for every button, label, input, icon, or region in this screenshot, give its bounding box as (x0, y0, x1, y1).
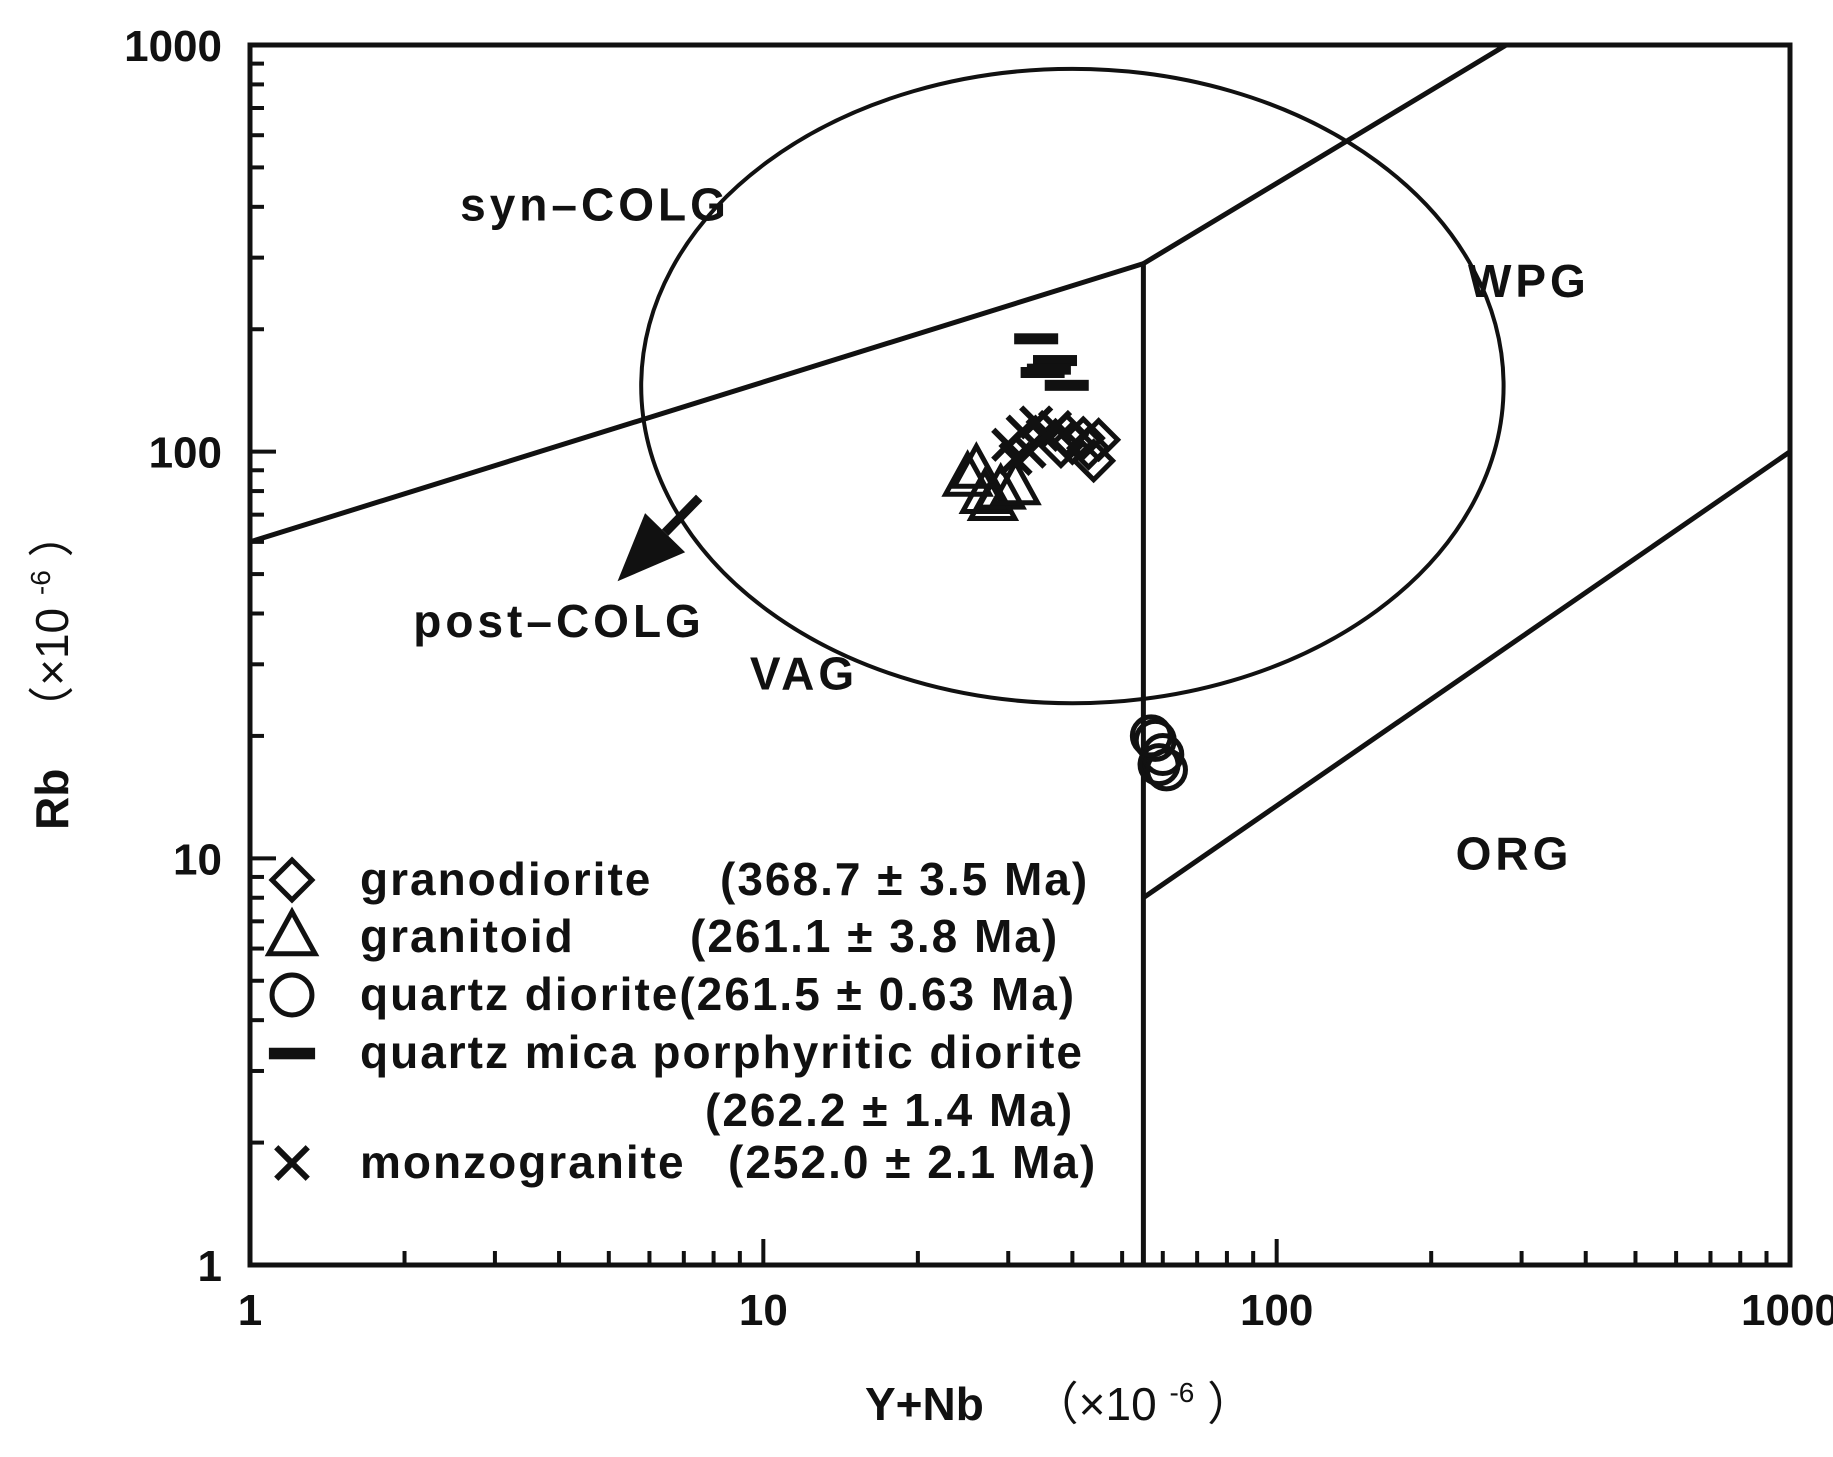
y-axis-label: Rb (26, 769, 78, 830)
legend-item-name: quartz diorite (360, 968, 679, 1020)
legend-item-name: granodiorite (360, 853, 652, 905)
legend-item-age: (368.7 ± 3.5 Ma) (720, 853, 1089, 905)
data-point-diamond (1060, 415, 1106, 461)
region-labels: syn–COLG WPG VAG ORG post–COLG (413, 179, 1590, 880)
data-point-triangle (941, 449, 994, 497)
x-tick-label: 1 (238, 1286, 262, 1335)
data-point-triangle (989, 457, 1042, 506)
data-point-diamond (1065, 425, 1112, 471)
field-boundaries (250, 45, 1790, 1265)
post-colg-arrow-shaft (661, 494, 703, 536)
y-axis-unit: （×10 (26, 608, 78, 732)
data-point-x (998, 441, 1033, 476)
y-axis-title: Rb （×10 -6 ） (8, 511, 78, 830)
tick-labels: 1 10 100 1000 1 10 100 1000 (124, 22, 1833, 1335)
boundary-line (1142, 45, 1508, 266)
axis-ticks (250, 61, 1769, 1265)
x-axis-unit: （×10 (1033, 1378, 1157, 1430)
plot-frame (247, 42, 1793, 1268)
y-tick-label: 1000 (124, 22, 222, 71)
region-label: WPG (1468, 255, 1590, 307)
boundary-line (250, 261, 1145, 545)
legend: granodiorite (368.7 ± 3.5 Ma) granitoid (26… (264, 853, 1097, 1188)
data-point-dash (1014, 333, 1059, 345)
x-tick-label: 100 (1240, 1286, 1313, 1335)
post-colg-arrowhead (617, 513, 686, 582)
data-point-dash (1033, 355, 1078, 367)
legend-item-name: granitoid (360, 910, 575, 962)
region-label: ORG (1456, 827, 1573, 879)
boundary-line (1141, 449, 1790, 900)
region-label: VAG (750, 648, 858, 700)
legend-marker-circle (269, 972, 315, 1018)
x-axis-unit-exponent: -6 (1169, 1377, 1194, 1408)
legend-item-name: quartz mica porphyritic diorite (360, 1026, 1084, 1078)
x-tick-label: 1000 (1741, 1286, 1833, 1335)
data-point-triangle (950, 441, 1003, 489)
y-tick-label: 1 (198, 1242, 222, 1291)
data-point-dash (1044, 379, 1089, 391)
y-tick-label: 10 (173, 835, 222, 884)
legend-marker-triangle (264, 906, 320, 957)
y-tick-label: 100 (149, 429, 222, 478)
legend-item-age: (261.1 ± 3.8 Ma) (690, 910, 1059, 962)
region-label: syn–COLG (460, 179, 730, 231)
data-point-triangle (966, 473, 1020, 521)
y-axis-unit-close: ） (26, 511, 78, 557)
data-point-dash (1026, 363, 1071, 375)
data-points (941, 333, 1188, 792)
region-label: post–COLG (413, 595, 705, 647)
legend-item-age: (252.0 ± 2.1 Ma) (728, 1136, 1097, 1188)
legend-marker-dash (268, 1047, 316, 1060)
data-point-circle (1137, 743, 1181, 787)
legend-item-age: (261.5 ± 0.63 Ma) (679, 968, 1076, 1020)
x-axis-unit-close: ） (1207, 1378, 1253, 1430)
data-point-x (1037, 409, 1073, 445)
legend-item-age: (262.2 ± 1.4 Ma) (705, 1084, 1074, 1136)
x-axis-label: Y+Nb (865, 1378, 984, 1430)
post-colg-field (617, 66, 1506, 706)
data-point-diamond (1071, 438, 1117, 484)
legend-marker-x (274, 1145, 310, 1181)
x-tick-label: 10 (739, 1286, 788, 1335)
x-axis-title: Y+Nb （×10 -6 ） (865, 1360, 1253, 1430)
legend-marker-diamond (268, 856, 316, 904)
y-axis-unit-exponent: -6 (25, 570, 56, 595)
data-point-circle (1129, 714, 1173, 758)
legend-item-name: monzogranite (360, 1136, 686, 1188)
data-point-triangle (958, 466, 1011, 515)
post-colg-ellipse (639, 66, 1506, 706)
